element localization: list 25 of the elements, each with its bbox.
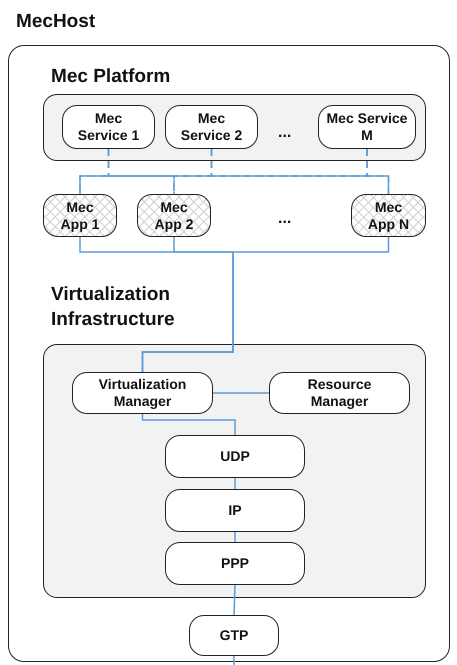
app-box: Mec App 2 (137, 194, 211, 237)
ellipsis-text: ... (278, 124, 292, 142)
process-box: Virtualization Manager (72, 372, 213, 414)
process-box: Resource Manager (269, 372, 410, 414)
app-box: Mec App N (351, 194, 426, 237)
process-box: Mec Service 1 (62, 105, 155, 149)
group-heading: Virtualization Infrastructure (51, 283, 176, 332)
group-heading: MecHost (16, 10, 96, 34)
connector-line (234, 532, 236, 542)
connector-line (366, 149, 390, 194)
process-box: UDP (165, 435, 305, 478)
connector-line (233, 584, 236, 616)
process-box: Mec Service 2 (165, 105, 258, 149)
process-box: IP (165, 489, 305, 532)
connector-line (142, 237, 390, 372)
connector-line (142, 414, 236, 435)
process-box: GTP (189, 615, 279, 656)
connector-line (233, 656, 235, 665)
connector-line (234, 478, 236, 489)
process-box: PPP (165, 542, 305, 585)
ellipsis-text: ... (278, 210, 292, 228)
connector-line (213, 392, 269, 394)
group-heading: Mec Platform (51, 65, 172, 89)
process-box: Mec Service M (318, 105, 416, 149)
app-box: Mec App 1 (43, 194, 117, 237)
